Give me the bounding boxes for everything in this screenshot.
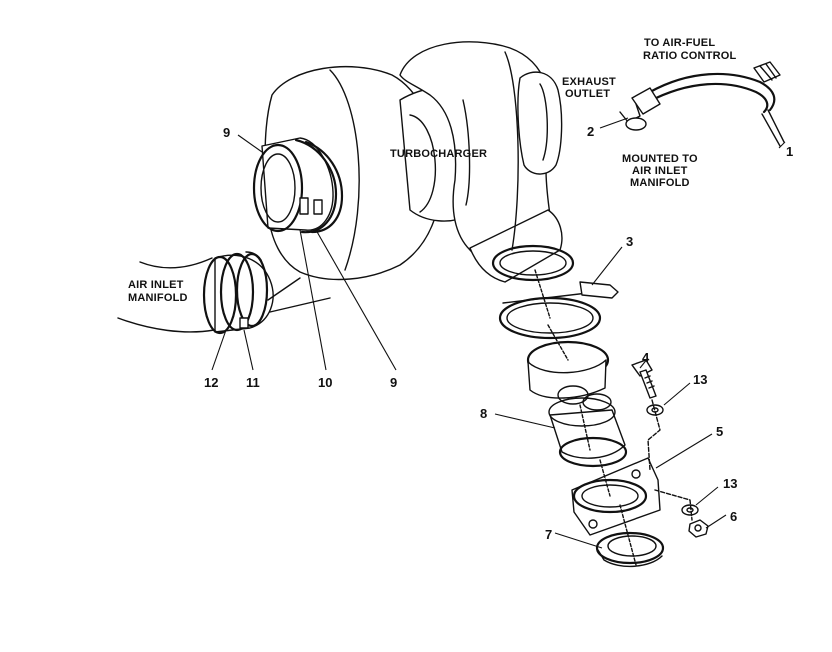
air-inlet-tube-group (117, 251, 331, 335)
callout-3: 3 (626, 234, 633, 249)
label-mounted-2: AIR INLET (632, 165, 688, 177)
callout-13-lower: 13 (723, 476, 737, 491)
callout-7: 7 (545, 527, 552, 542)
callout-10: 10 (318, 375, 332, 390)
callout-8: 8 (480, 406, 487, 421)
callout-9-bottom: 9 (390, 375, 397, 390)
ring-7 (595, 531, 665, 568)
label-to-air-fuel-2: RATIO CONTROL (643, 50, 737, 62)
callout-6: 6 (730, 509, 737, 524)
callout-4: 4 (642, 350, 650, 365)
gasket-ring-3a (491, 244, 575, 282)
label-to-air-fuel-1: TO AIR-FUEL (644, 37, 715, 49)
sleeve-8 (548, 397, 628, 468)
v-band-clamp-3 (498, 281, 619, 340)
compressor-inlet-group (252, 137, 344, 234)
label-mounted-3: MANIFOLD (630, 177, 690, 189)
label-exhaust-2: OUTLET (565, 88, 610, 100)
fitting-2 (619, 87, 661, 131)
nut-6 (688, 519, 709, 538)
label-air-inlet-1: AIR INLET (128, 279, 184, 291)
bolt-4 (631, 359, 657, 399)
label-mounted-1: MOUNTED TO (622, 153, 698, 165)
air-fuel-tube-1 (646, 61, 785, 147)
callout-12: 12 (204, 375, 218, 390)
callout-2: 2 (587, 124, 594, 139)
flange-5 (571, 457, 661, 536)
label-exhaust-1: EXHAUST (562, 76, 616, 88)
callout-1: 1 (786, 144, 793, 159)
callout-9-left: 9 (223, 125, 230, 140)
callout-11: 11 (246, 375, 260, 390)
label-turbocharger: TURBOCHARGER (390, 148, 487, 160)
callout-13-upper: 13 (693, 372, 707, 387)
washer-13-lower (681, 504, 699, 516)
label-air-inlet-2: MANIFOLD (128, 292, 188, 304)
adapter-flange (526, 340, 612, 411)
callout-5: 5 (716, 424, 723, 439)
